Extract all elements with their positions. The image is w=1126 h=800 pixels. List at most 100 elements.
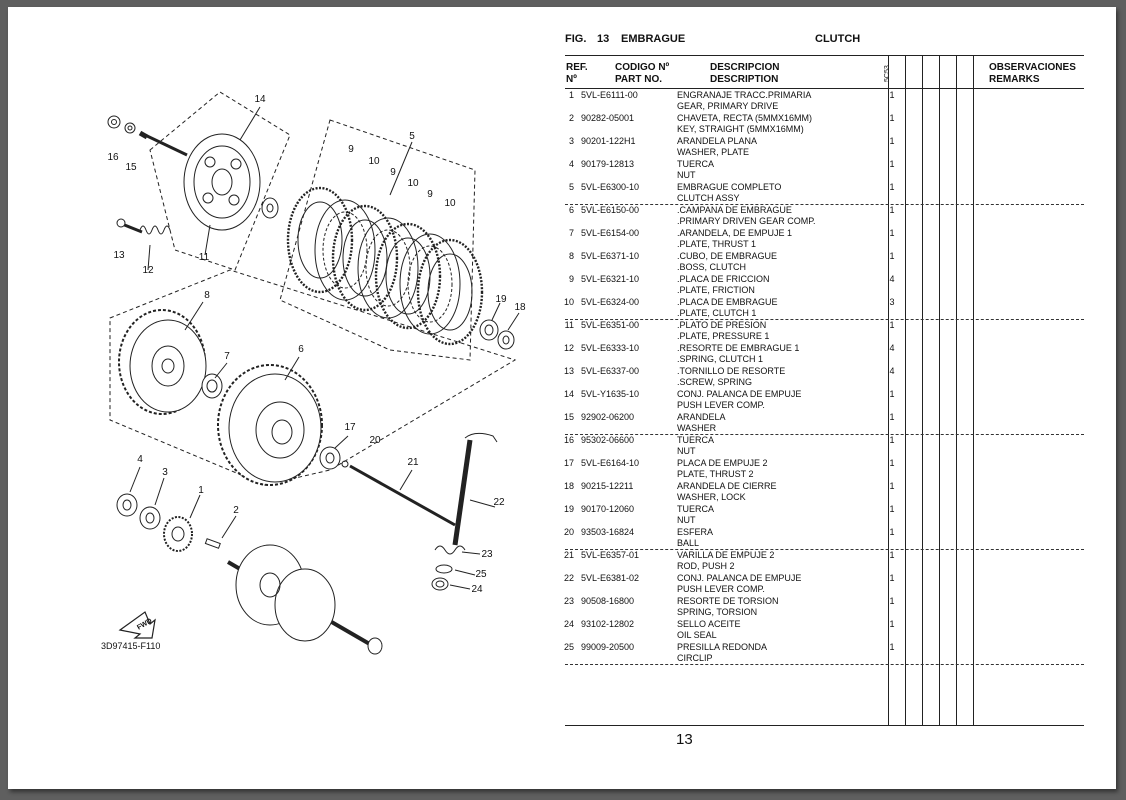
fig-number: 13	[597, 33, 610, 45]
callout-24: 24	[471, 584, 483, 595]
callout-1: 1	[198, 485, 204, 496]
callout-10a: 10	[368, 156, 380, 167]
callout-5: 5	[409, 131, 415, 142]
row-qty: 4	[889, 366, 895, 376]
col-rule-4	[939, 55, 940, 725]
col-rule-3	[922, 55, 923, 725]
row-code: 5VL-E6150-00	[581, 205, 640, 215]
row-description: .PLACA DE EMBRAGUE.PLATE, CLUTCH 1	[677, 297, 778, 318]
row-qty: 1	[889, 642, 895, 652]
row-qty: 1	[889, 412, 895, 422]
row-description: CHAVETA, RECTA (5MMX16MM)KEY, STRAIGHT (…	[677, 113, 813, 134]
row-description: .CUBO, DE EMBRAGUE.BOSS, CLUTCH	[677, 251, 778, 272]
row-qty: 1	[889, 573, 895, 583]
row-description: .PLACA DE FRICCION.PLATE, FRICTION	[677, 274, 770, 295]
row-qty: 1	[889, 389, 895, 399]
row-qty: 1	[889, 182, 895, 192]
row-code: 5VL-E6333-10	[581, 343, 640, 353]
row-description: .RESORTE DE EMBRAGUE 1.SPRING, CLUTCH 1	[677, 343, 800, 364]
row-qty: 1	[889, 596, 895, 606]
dashed-panel-clutch-pack	[279, 119, 476, 361]
callout-14: 14	[254, 94, 266, 105]
row-ref: 24	[563, 619, 574, 629]
row-description: .PLATO DE PRESION.PLATE, PRESSURE 1	[677, 320, 770, 341]
row-code: 5VL-E6154-00	[581, 228, 640, 238]
callout-16: 16	[107, 152, 119, 163]
col-rule-1	[888, 55, 889, 725]
row-code: 5VL-E6300-10	[581, 182, 640, 192]
row-description: .TORNILLO DE RESORTE.SCREW, SPRING	[677, 366, 786, 387]
table-bottom-rule	[565, 725, 1084, 726]
row-ref: 13	[563, 366, 574, 376]
header-ref: REF.Nº	[566, 62, 588, 85]
row-code: 93503-16824	[581, 527, 635, 537]
row-ref: 12	[563, 343, 574, 353]
callout-25: 25	[475, 569, 487, 580]
diagram-drawing	[107, 91, 520, 655]
callout-9c: 9	[427, 189, 433, 200]
row-code: 90282-05001	[581, 113, 635, 123]
row-qty: 1	[889, 113, 895, 123]
row-qty: 1	[889, 481, 895, 491]
row-ref: 17	[563, 458, 574, 468]
callout-15: 15	[125, 162, 137, 173]
callout-13: 13	[113, 250, 125, 261]
dashed-panel-housing	[109, 269, 517, 486]
row-ref: 9	[568, 274, 574, 284]
row-qty: 1	[889, 205, 895, 215]
callout-2: 2	[233, 505, 239, 516]
row-ref: 20	[563, 527, 574, 537]
row-qty: 4	[889, 343, 895, 353]
fig-label: FIG.	[565, 33, 587, 45]
group-separator	[565, 204, 1084, 205]
row-code: 5VL-E6371-10	[581, 251, 640, 261]
row-code: 95302-06600	[581, 435, 635, 445]
callout-9a: 9	[348, 144, 354, 155]
callout-20: 20	[369, 435, 381, 446]
row-code: 92902-06200	[581, 412, 635, 422]
row-description: .CAMPANA DE EMBRAGUE.PRIMARY DRIVEN GEAR…	[677, 205, 816, 226]
row-ref: 2	[568, 113, 574, 123]
page-number: 13	[676, 731, 693, 748]
callout-3: 3	[162, 467, 168, 478]
callout-19: 19	[495, 294, 507, 305]
row-code: 5VL-E6111-00	[581, 90, 638, 100]
exploded-parts-diagram: 14 16 15 5 9 10 10 9 10 9 13 12 11 8 19 …	[0, 0, 550, 782]
row-code: 93102-12802	[581, 619, 635, 629]
group-separator	[565, 319, 1084, 320]
col-rule-2	[905, 55, 906, 725]
row-qty: 1	[889, 527, 895, 537]
row-ref: 6	[568, 205, 574, 215]
row-ref: 14	[563, 389, 574, 399]
callout-11: 11	[198, 252, 210, 263]
row-ref: 19	[563, 504, 574, 514]
row-code: 5VL-Y1635-10	[581, 389, 640, 399]
table-top-rule	[565, 55, 1084, 56]
row-code: 90508-16800	[581, 596, 635, 606]
callout-18: 18	[514, 302, 526, 313]
row-qty: 1	[889, 320, 895, 330]
callout-23: 23	[481, 549, 493, 560]
row-ref: 18	[563, 481, 574, 491]
row-ref: 10	[563, 297, 574, 307]
row-ref: 15	[563, 412, 574, 422]
callout-17: 17	[344, 422, 356, 433]
row-ref: 1	[568, 90, 574, 100]
callout-6: 6	[298, 344, 304, 355]
row-code: 90215-12211	[581, 481, 634, 491]
row-ref: 5	[568, 182, 574, 192]
row-code: 5VL-E6337-00	[581, 366, 640, 376]
row-code: 5VL-E6357-01	[581, 550, 640, 560]
header-qty-model: 5C53	[884, 65, 891, 83]
row-qty: 4	[889, 274, 895, 284]
